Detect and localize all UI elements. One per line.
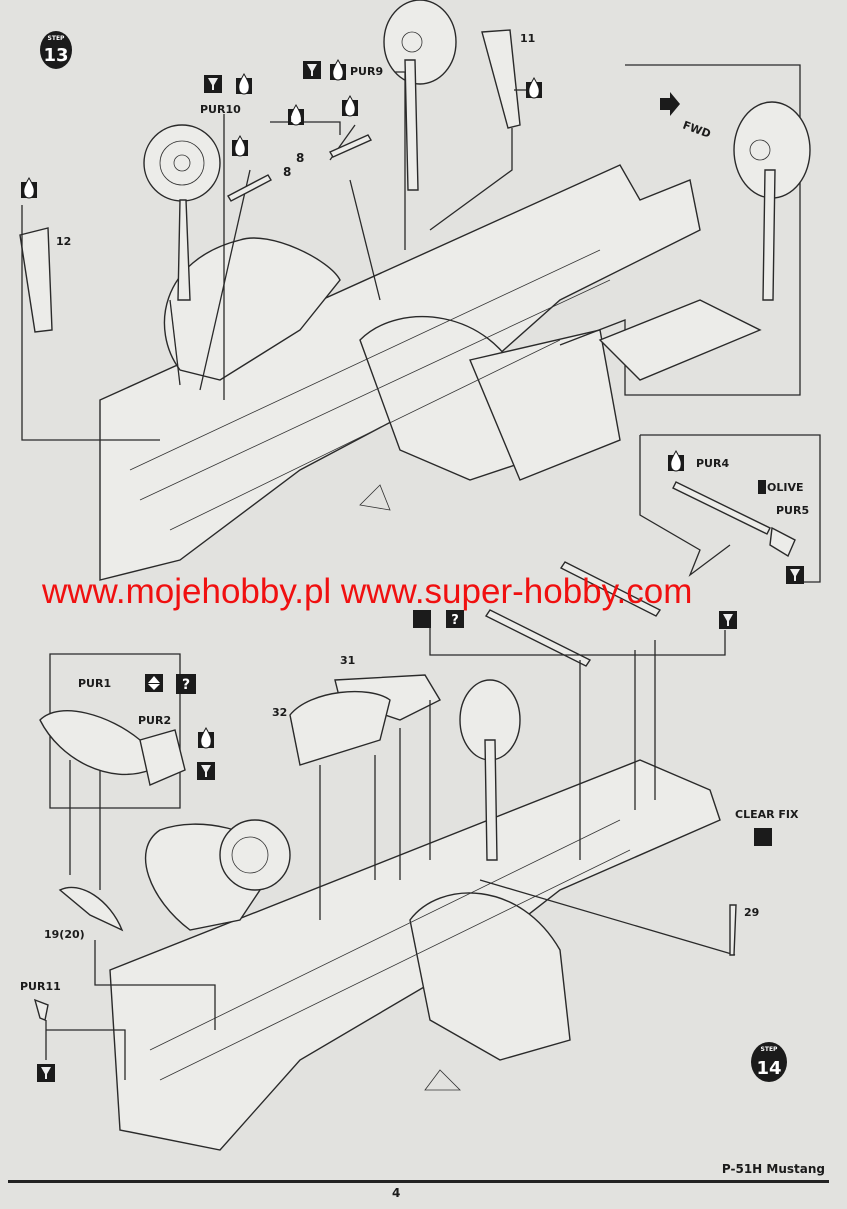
glue-icon — [204, 75, 222, 93]
leader-lines-14 — [319, 640, 736, 956]
footer-divider — [8, 1180, 829, 1183]
part-32-cover — [289, 690, 391, 766]
svg-text:12: 12 — [56, 235, 71, 248]
model-name: P-51H Mustang — [721, 1162, 825, 1176]
svg-text:32: 32 — [272, 706, 287, 719]
main-wheel-left — [143, 124, 221, 301]
rocket-inset: c PUR4 OLIVE PUR5 — [639, 434, 821, 584]
svg-text:STEP: STEP — [761, 1046, 779, 1053]
aircraft-fuselage-wing-13 — [99, 164, 701, 581]
forward-arrow-icon — [660, 92, 680, 116]
step-14-badge: STEP 14 — [751, 1042, 787, 1082]
svg-text:13: 13 — [43, 45, 68, 66]
paint-drop-icon — [20, 177, 38, 199]
part-19-canopy — [58, 886, 124, 932]
glue-icon — [303, 61, 321, 79]
svg-text:PUR5: PUR5 — [776, 504, 809, 517]
svg-text:8: 8 — [283, 165, 291, 179]
bomb-inset: PUR1 PUR2 ? — [39, 653, 215, 890]
svg-text:?: ? — [451, 613, 459, 628]
aircraft-fuselage-wing-14 — [109, 679, 721, 1151]
svg-text:14: 14 — [756, 1058, 781, 1079]
svg-text:31: 31 — [340, 654, 355, 667]
part-8-strut-a — [227, 174, 272, 202]
svg-text:PUR11: PUR11 — [20, 980, 61, 993]
svg-text:19(20): 19(20) — [44, 928, 85, 941]
part-8-strut-b — [328, 134, 373, 158]
fwd-detail-inset: FWD — [559, 64, 811, 396]
part-11-door — [481, 29, 521, 129]
svg-text:?: ? — [182, 677, 190, 693]
part-12-door — [19, 227, 53, 333]
glue-icon — [37, 1064, 55, 1082]
svg-text:PUR4: PUR4 — [696, 457, 729, 470]
step-13-badge: STEP 13 — [40, 31, 72, 69]
svg-text:FWD: FWD — [681, 119, 712, 141]
watermark-text: www.mojehobby.pl www.super-hobby.com — [42, 572, 693, 611]
svg-text:c: c — [673, 457, 680, 470]
page-number: 4 — [392, 1186, 401, 1200]
svg-text:29: 29 — [744, 906, 759, 919]
svg-text:PUR1: PUR1 — [78, 677, 111, 690]
svg-text:m: m — [290, 112, 301, 125]
svg-text:PUR10: PUR10 — [200, 103, 241, 116]
paint-drop-icon — [329, 59, 347, 81]
paint-drop-icon — [525, 77, 543, 99]
pur11-part — [33, 998, 49, 1021]
svg-text:b: b — [240, 81, 248, 94]
paint-drop-icon — [231, 135, 249, 157]
svg-text:OLIVE: OLIVE — [767, 481, 803, 494]
part-29 — [729, 904, 737, 956]
svg-text:STEP: STEP — [48, 35, 66, 42]
clear-fix-icon — [754, 828, 772, 846]
svg-text:8: 8 — [296, 151, 304, 165]
svg-text:g: g — [346, 103, 354, 116]
svg-text:PUR2: PUR2 — [138, 714, 171, 727]
svg-text:11: 11 — [520, 32, 535, 45]
svg-text:PUR9: PUR9 — [350, 65, 383, 78]
main-wheel-right — [383, 0, 457, 191]
svg-text:CLEAR FIX: CLEAR FIX — [735, 808, 799, 821]
rockets-step-13: ? — [413, 561, 737, 667]
